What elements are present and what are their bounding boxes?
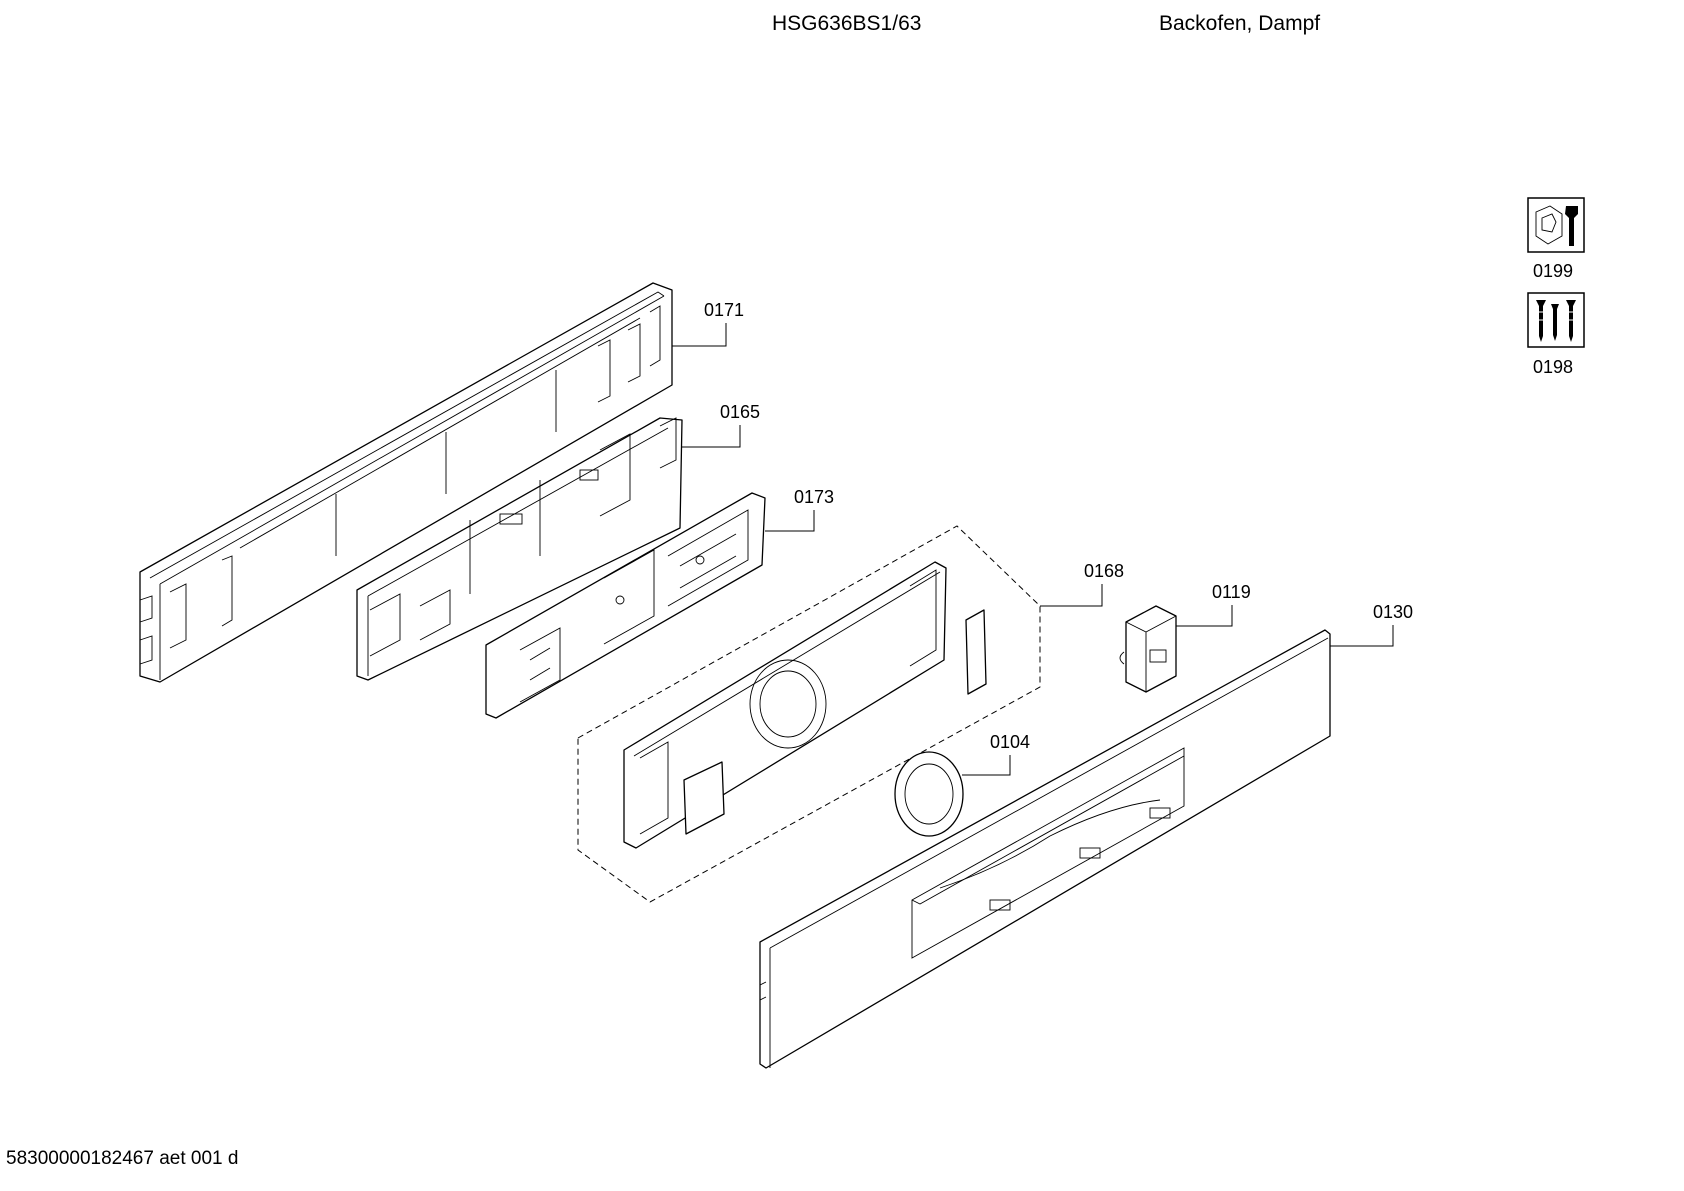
part-0168-control-module[interactable]	[623, 561, 987, 849]
callout-0165: 0165	[720, 402, 760, 422]
leader-0171	[672, 323, 727, 347]
part-0173-electronics-board[interactable]	[485, 492, 766, 719]
leader-0104	[962, 755, 1011, 776]
callout-0173: 0173	[794, 487, 834, 507]
model-number: HSG636BS1/63	[772, 12, 922, 35]
leader-0119	[1176, 605, 1233, 627]
document-id: 58300000182467 aet 001 d	[6, 1148, 239, 1169]
icon-label-0199: 0199	[1533, 261, 1573, 281]
callout-0130: 0130	[1373, 602, 1413, 622]
callout-0104: 0104	[990, 732, 1030, 752]
leader-0130	[1330, 625, 1394, 647]
appliance-category: Backofen, Dampf	[1159, 12, 1321, 35]
leader-0173	[765, 510, 815, 532]
part-0130-front-fascia[interactable]	[759, 629, 1331, 1069]
service-tool-icon	[1527, 197, 1585, 253]
screws-icon	[1527, 292, 1585, 348]
part-0104-ring[interactable]	[894, 751, 964, 837]
group-0168-outline	[577, 525, 1041, 903]
part-0119-switch-module[interactable]	[1119, 605, 1177, 693]
icon-label-0198: 0198	[1533, 357, 1573, 377]
leader-0165	[682, 425, 741, 448]
part-0171-rear-frame[interactable]	[139, 282, 673, 683]
callout-0171: 0171	[704, 300, 744, 320]
callout-0168: 0168	[1084, 561, 1124, 581]
part-0165-carrier-frame[interactable]	[356, 417, 683, 681]
callout-0119: 0119	[1212, 582, 1251, 602]
leader-0168	[1040, 584, 1103, 607]
